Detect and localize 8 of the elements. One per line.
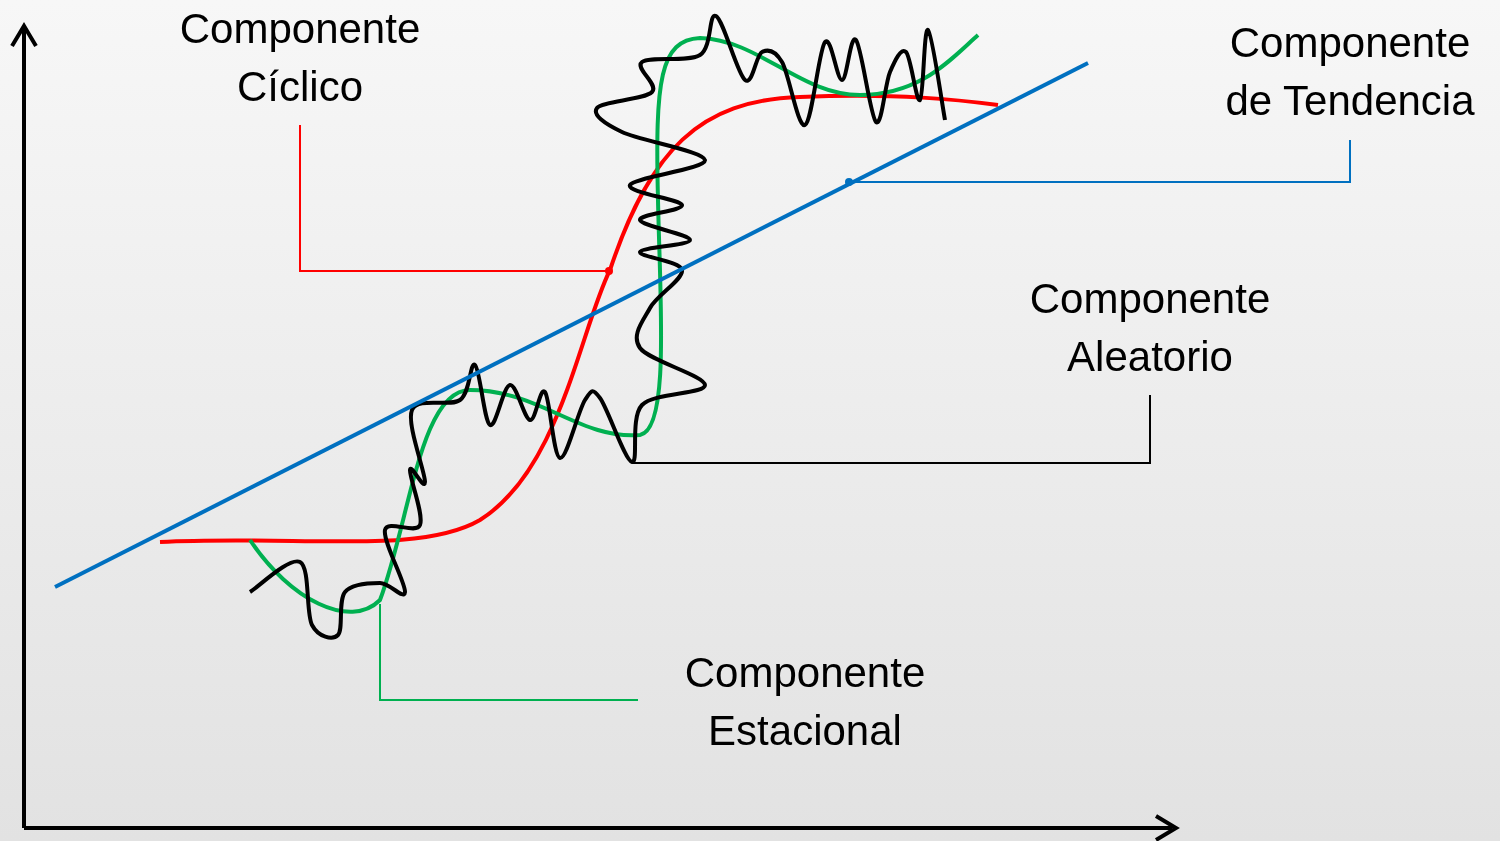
callout-label: Componente Aleatorio <box>1010 270 1290 395</box>
leader-line <box>299 124 613 275</box>
callout-label: Componente Cíclico <box>160 0 440 125</box>
leader-line <box>845 139 1351 186</box>
leader-line <box>631 394 1151 464</box>
callout-label: Componente de Tendencia <box>1210 14 1490 140</box>
leader-line <box>379 603 639 701</box>
callout-label: Componente Estacional <box>638 644 972 764</box>
